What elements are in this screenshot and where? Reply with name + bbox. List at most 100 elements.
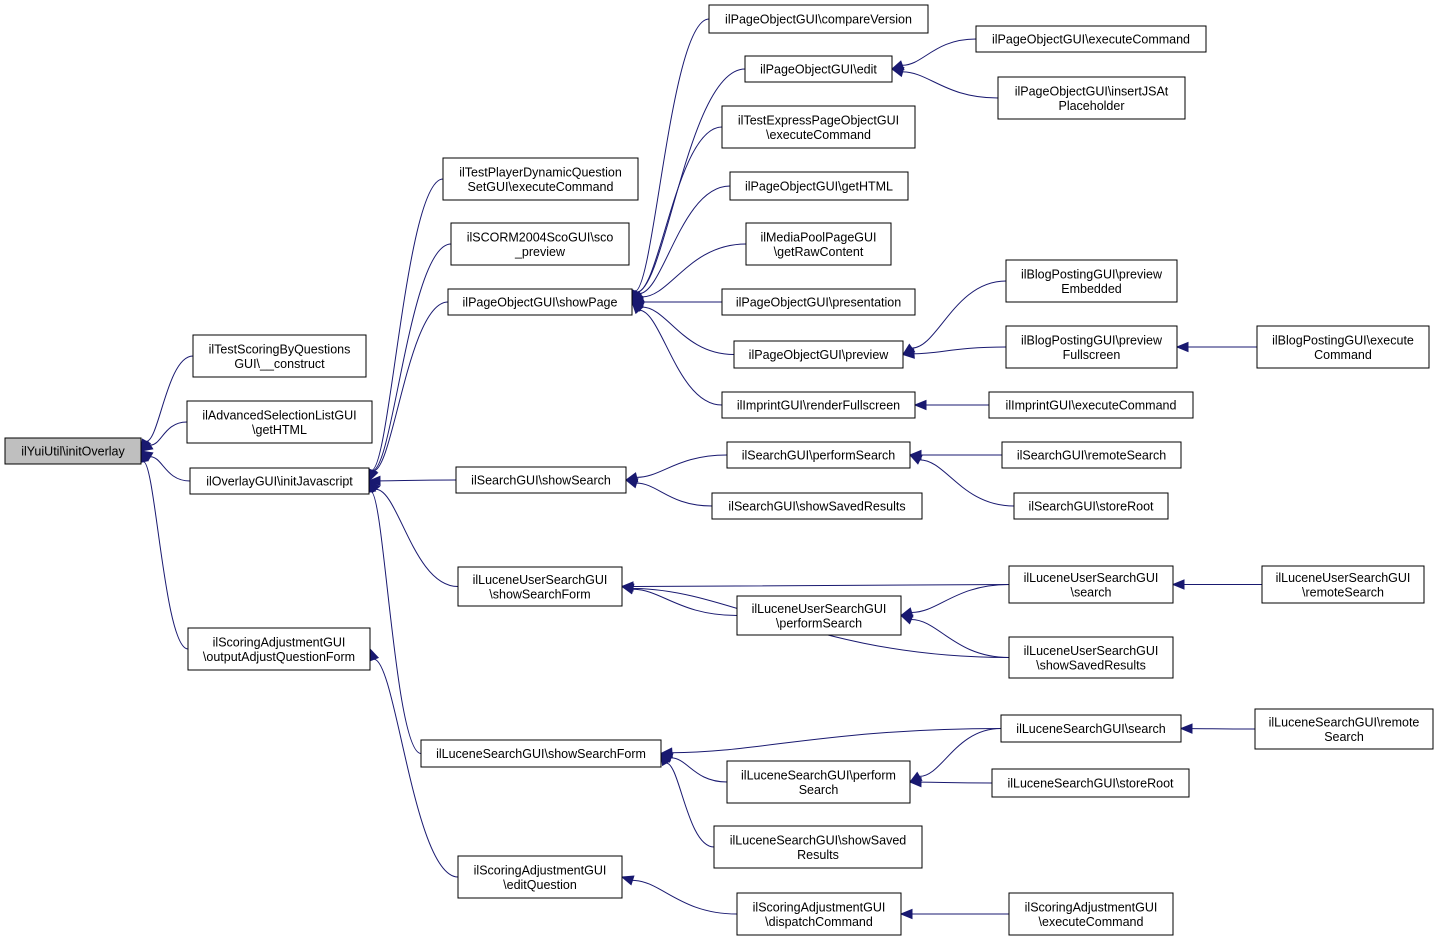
node-box [991,768,1190,798]
edge-n_tpdq-to-n_overlay [371,178,444,471]
node-lsperf[interactable]: ilLuceneSearchGUI\performSearch [726,760,911,804]
node-box [420,739,662,768]
node-sadc[interactable]: ilScoringAdjustmentGUI\dispatchCommand [736,892,902,936]
node-label-line: \remoteSearch [1302,585,1384,599]
node-bpexec[interactable]: ilBlogPostingGUI\executeCommand [1256,325,1430,369]
node-lusssr[interactable]: ilLuceneUserSearchGUI\showSavedResults [1008,636,1174,679]
arrowhead-n_saeq-to-n_saq [369,647,380,662]
node-box [733,340,904,369]
node-saq[interactable]: ilScoringAdjustmentGUI\outputAdjustQuest… [187,627,371,671]
node-root[interactable]: ilYuiUtil\initOverlay [4,437,142,465]
arrowhead-n_asl-to-n_root [139,440,154,452]
node-scorm[interactable]: ilSCORM2004ScoGUI\sco_preview [450,222,630,266]
node-ssr[interactable]: ilSearchGUI\showSavedResults [711,492,923,520]
node-label-line: ilLuceneUserSearchGUI [473,573,608,587]
node-lusremote[interactable]: ilLuceneUserSearchGUI\remoteSearch [1261,565,1425,604]
node-lsroot[interactable]: ilLuceneSearchGUI\storeRoot [991,768,1190,798]
node-label-line: ilPageObjectGUI\showPage [463,296,618,310]
node-label-line: ilSearchGUI\performSearch [742,449,896,463]
edge-n_lssf-to-n_overlay [370,491,422,754]
node-perf[interactable]: ilSearchGUI\performSearch [726,441,911,469]
node-label-line: ilSearchGUI\showSearch [471,474,611,488]
node-box [713,825,923,869]
edge-n_lssearch-to-n_lssf [671,728,1002,754]
node-box [457,566,623,607]
node-lsssr[interactable]: ilLuceneSearchGUI\showSavedResults [713,825,923,869]
arrowhead-n_lusremote-to-n_lussearch [1171,579,1185,590]
node-tepo[interactable]: ilTestExpressPageObjectGUI\executeComman… [721,105,916,149]
node-saeq[interactable]: ilScoringAdjustmentGUI\editQuestion [457,855,623,899]
node-saexec[interactable]: ilScoringAdjustmentGUI\executeCommand [1008,892,1174,936]
node-pexec[interactable]: ilPageObjectGUI\executeCommand [975,25,1207,53]
node-box [455,466,627,494]
arrowhead-n_imprint-to-n_showpage [631,301,644,315]
node-cmpv[interactable]: ilPageObjectGUI\compareVersion [708,4,929,34]
node-box [4,437,142,465]
node-pres[interactable]: ilPageObjectGUI\presentation [721,288,916,316]
node-lussf[interactable]: ilLuceneUserSearchGUI\showSearchForm [457,566,623,607]
node-label-line: ilImprintGUI\executeCommand [1006,399,1177,413]
node-luperf[interactable]: ilLuceneUserSearchGUI\performSearch [736,595,902,636]
edge-n_perf-to-n_showsearch [636,454,728,478]
edge-n_showsearch-to-n_overlay [379,479,457,482]
edge-n_ssr-to-n_showsearch [636,482,713,507]
arrowhead-n_imexec-to-n_imprint [913,399,927,411]
node-box [447,288,633,316]
edge-n_lssearch-to-n_lsperf [919,728,1002,777]
node-box [988,391,1194,419]
node-gethtml[interactable]: ilPageObjectGUI\getHTML [729,171,909,201]
node-label-line: Search [799,783,839,797]
node-label-line: ilBlogPostingGUI\preview [1021,333,1163,347]
edge-n_lsroot-to-n_lsperf [920,781,993,784]
node-lssearch[interactable]: ilLuceneSearchGUI\search [1000,714,1182,743]
node-label-line: ilPageObjectGUI\getHTML [745,180,893,194]
node-box [1254,708,1434,750]
node-label-line: ilImprintGUI\renderFullscreen [737,399,900,413]
node-label-line: ilSearchGUI\remoteSearch [1017,449,1166,463]
node-label-line: ilMediaPoolPageGUI [760,230,876,244]
node-tpdq[interactable]: ilTestPlayerDynamicQuestionSetGUI\execut… [442,157,639,201]
edge-n_overlay-to-n_root [150,456,191,482]
node-rsearch[interactable]: ilSearchGUI\remoteSearch [1001,441,1182,469]
edge-n_gethtml-to-n_showpage [639,185,731,295]
node-label-line: ilPageObjectGUI\insertJSAt [1015,84,1169,98]
arrowhead-n_lusssr-to-n_lussf [620,583,635,594]
node-box [736,892,902,936]
node-box [708,4,929,34]
edge-n_lussearch-to-n_luperf [911,584,1010,613]
node-showsearch[interactable]: ilSearchGUI\showSearch [455,466,627,494]
node-lussearch[interactable]: ilLuceneUserSearchGUI\search [1008,565,1174,604]
node-label-line: ilLuceneSearchGUI\remote [1269,715,1420,729]
node-asl[interactable]: ilAdvancedSelectionListGUI\getHTML [186,400,373,444]
node-sroot[interactable]: ilSearchGUI\storeRoot [1013,492,1169,520]
arrowhead-n_sroot-to-n_perf [908,454,923,465]
edge-n_edit-to-n_showpage [636,68,746,293]
node-lsremote[interactable]: ilLuceneSearchGUI\remoteSearch [1254,708,1434,750]
node-label-line: \outputAdjustQuestionForm [203,650,355,664]
node-mpool[interactable]: ilMediaPoolPageGUI\getRawContent [745,222,892,266]
node-overlay[interactable]: ilOverlayGUI\initJavascript [189,467,370,495]
edges-layer [138,18,1263,920]
edge-n_sadc-to-n_saeq [632,879,738,915]
node-box [450,222,630,266]
edge-n_scorm-to-n_overlay [372,243,452,472]
node-showpage[interactable]: ilPageObjectGUI\showPage [447,288,633,316]
node-edit[interactable]: ilPageObjectGUI\edit [744,55,893,83]
node-label-line: ilTestPlayerDynamicQuestion [459,165,622,179]
node-label-line: ilBlogPostingGUI\preview [1021,267,1163,281]
node-imprint[interactable]: ilImprintGUI\renderFullscreen [721,391,916,419]
node-lssf[interactable]: ilLuceneSearchGUI\showSearchForm [420,739,662,768]
node-box [744,55,893,83]
node-imexec[interactable]: ilImprintGUI\executeCommand [988,391,1194,419]
edge-n_lussf-to-n_overlay [376,488,459,587]
edge-n_pexec-to-n_edit [902,38,977,66]
node-box [1008,892,1174,936]
node-label-line: ilPageObjectGUI\compareVersion [725,13,912,27]
node-preview[interactable]: ilPageObjectGUI\preview [733,340,904,369]
edge-n_saq-to-n_root [143,461,189,650]
arrowhead-n_lsroot-to-n_lsperf [908,776,922,788]
